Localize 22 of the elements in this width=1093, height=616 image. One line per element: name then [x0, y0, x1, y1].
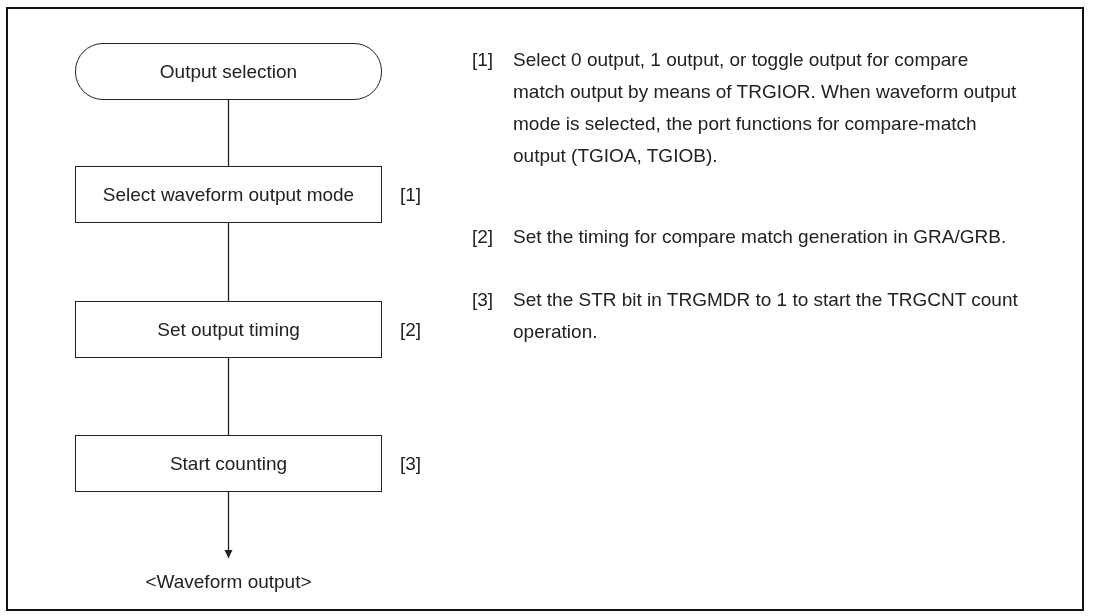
note-number: [1] — [472, 48, 495, 72]
arrow — [224, 491, 233, 559]
step-number: [1] — [400, 183, 422, 206]
end-label: <Waveform output> — [120, 568, 337, 596]
step-text: Set output timing — [157, 318, 300, 341]
connector-line — [227, 357, 230, 436]
step-text: Start counting — [169, 452, 288, 475]
note-text: Set the timing for compare match generation in GRA/GRB. — [513, 225, 1008, 249]
step-text: Output selection — [159, 60, 298, 83]
process-box — [75, 166, 382, 223]
step-number: [2] — [400, 318, 422, 341]
step-number: [3] — [400, 452, 422, 475]
note-text: Select 0 output, 1 output, or toggle output for compare match output by means of TRGIOR. When waveform output mode is selected, the port functions for compare-match output (TGIOA, TGIOB). — [513, 48, 1018, 168]
note-number: [3] — [472, 288, 495, 312]
terminal-shape — [75, 43, 382, 100]
connector-line — [227, 99, 230, 167]
note-number: [2] — [472, 225, 495, 249]
note-text: Set the STR bit in TRGMDR to 1 to start the TRGCNT count operation. — [513, 288, 1018, 344]
step-text: Select waveform output mode — [102, 183, 355, 206]
connector-line — [227, 222, 230, 302]
process-box — [75, 435, 382, 492]
process-box — [75, 301, 382, 358]
